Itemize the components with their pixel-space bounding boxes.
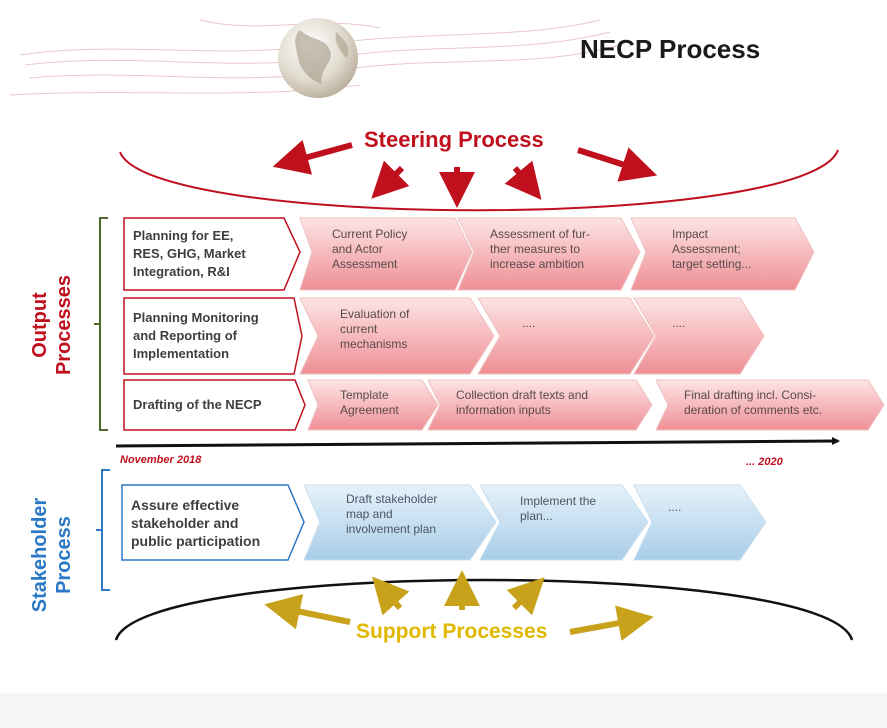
step-line: increase ambition [490,257,585,271]
support-processes-label: Support Processes [356,620,548,643]
row-heading-monitoring: Planning Monitoring and Reporting of Imp… [124,298,304,374]
row-heading-box [121,484,305,561]
step-line: .... [522,316,536,330]
process-step-chevron [299,297,495,375]
step-line: Current Policy [332,227,408,241]
steering-arrows [272,139,658,208]
step-text: Final drafting incl. Consi- deration of … [684,388,822,418]
globe-icon [278,18,358,98]
stakeholder-process-label: Stakeholder Process [28,498,76,612]
step-line: Collection draft texts and [456,388,589,402]
step-line: Assessment [332,257,398,271]
footer-band [0,693,887,728]
timeline-end-label: ... 2020 [746,456,783,468]
step-line: map and [346,507,393,521]
step-line: Evaluation of [340,307,410,321]
step-line: and Actor [332,242,383,256]
step-line: .... [672,316,686,330]
output-label-line: Output [29,292,51,358]
heading-line: Implementation [133,346,230,361]
output-bracket [94,217,108,431]
step-text: .... [522,316,535,331]
stakeholder-label-line: Process [53,516,75,594]
step-line: deration of comments etc. [684,403,823,417]
row-heading-stakeholder: Assure effective stakeholder and public … [122,485,304,560]
step-text: Evaluation of current mechanisms [340,307,409,352]
process-step-chevron [655,379,885,431]
process-step-chevron [307,379,439,431]
step-line: .... [668,500,682,514]
heading-line: and Reporting of [133,328,237,343]
stakeholder-label-line: Stakeholder [29,497,51,613]
step-line: ther measures to [490,242,581,256]
process-step-chevron [457,217,641,291]
timeline-start-label: November 2018 [120,454,202,466]
row-heading-planning-ee: Planning for EE, RES, GHG, Market Integr… [124,218,294,290]
heading-line: Integration, R&I [133,264,230,279]
step-line: plan... [520,509,553,523]
heading-line: Drafting of the NECP [133,397,262,412]
process-step-chevron [299,217,473,291]
timeline-arrow [115,437,840,448]
step-text: Draft stakeholder map and involvement pl… [346,492,437,537]
heading-line: stakeholder and [131,514,239,531]
heading-line: Planning for EE, [133,228,234,243]
process-step-chevron [477,297,655,375]
row-heading-drafting: Drafting of the NECP [124,380,304,430]
stakeholder-row [121,484,767,561]
step-text: Assessment of fur- ther measures to incr… [490,227,590,272]
heading-line: Assure effective [131,496,240,513]
page-title: NECP Process [580,34,761,64]
stakeholder-bracket [96,469,110,591]
process-step-chevron [630,217,815,291]
output-label-line: Processes [53,274,75,376]
step-line: Template [340,388,389,402]
process-step-chevron [427,379,653,431]
row-heading-box [123,217,301,291]
step-line: Impact [672,227,709,241]
step-text: .... [672,316,685,331]
output-row-1 [123,217,815,291]
step-line: involvement plan [346,522,437,536]
process-step-chevron [479,484,649,561]
step-line: current [340,322,378,336]
row-heading-box [123,379,306,431]
step-line: Draft stakeholder [346,492,438,506]
process-step-chevron [303,484,497,561]
process-step-chevron [633,484,767,561]
heading-line: Planning Monitoring [133,310,259,325]
step-line: Agreement [340,403,399,417]
output-processes-label: Output Processes [28,275,76,375]
output-row-3 [123,379,885,431]
step-line: Assessment; [672,242,741,256]
step-line: Implement the [520,494,597,508]
step-line: Final drafting incl. Consi- [684,388,817,402]
step-line: mechanisms [340,337,408,351]
support-arc [114,578,854,641]
step-text: Collection draft texts and information i… [456,388,588,418]
support-arrows [264,570,654,641]
step-text: Implement the plan... [520,494,596,524]
step-text: .... [668,500,681,515]
heading-line: RES, GHG, Market [133,246,246,261]
step-text: Impact Assessment; target setting... [672,227,751,272]
step-text: Current Policy and Actor Assessment [332,227,407,272]
steering-arc [119,149,839,212]
step-text: Template Agreement [340,388,399,418]
row-heading-box [123,297,303,375]
heading-line: public participation [131,532,261,549]
process-step-chevron [633,297,765,375]
step-line: Assessment of fur- [490,227,591,241]
step-line: information inputs [456,403,551,417]
output-row-2 [123,297,765,375]
steering-process-label: Steering Process [364,127,544,152]
step-line: target setting... [672,257,752,271]
